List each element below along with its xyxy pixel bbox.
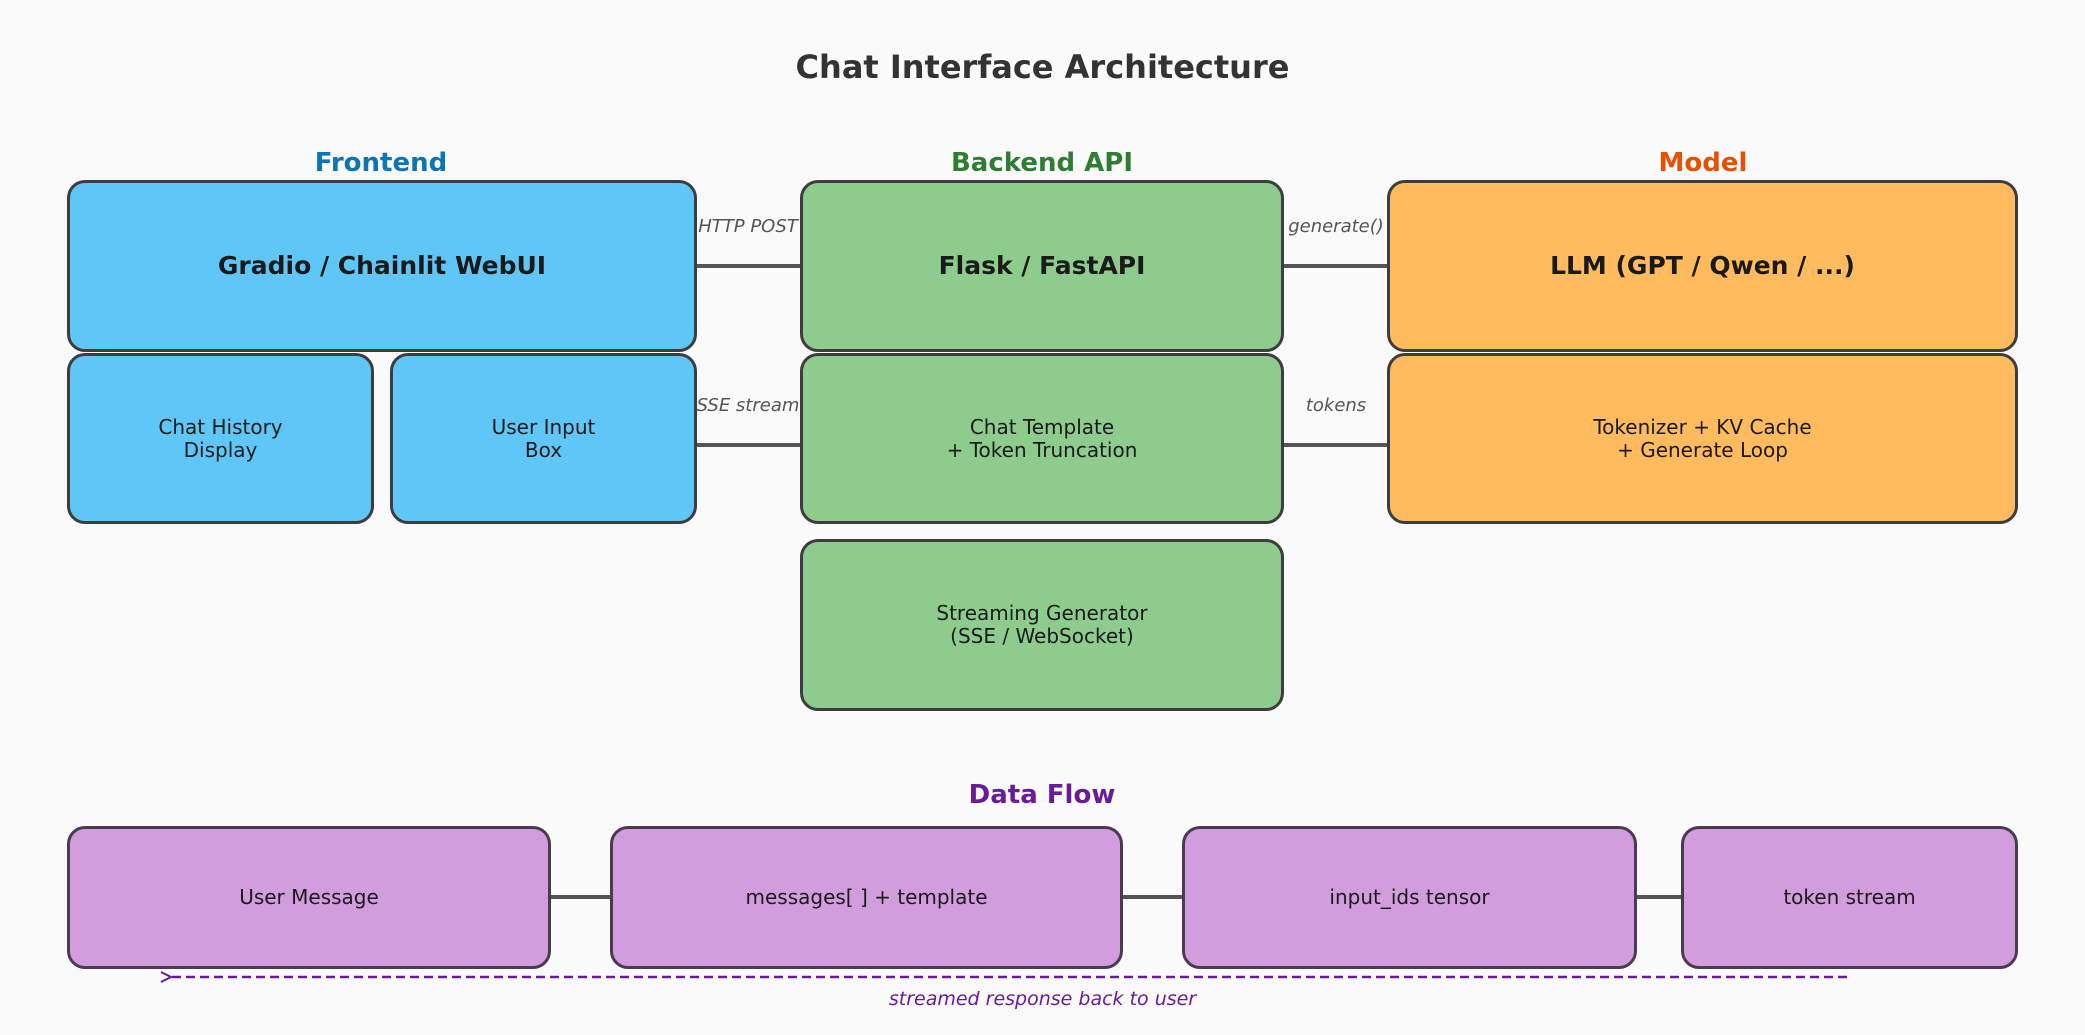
flow-step-label: token stream	[1783, 885, 1916, 909]
node-user-input-label: User Input Box	[491, 414, 596, 462]
node-chat-history: Chat History Display	[67, 353, 374, 524]
node-tokenizer-label: Tokenizer + KV Cache + Generate Loop	[1593, 414, 1812, 462]
flow-step-messages-template: messages[ ] + template	[610, 826, 1123, 969]
flow-step-input-ids: input_ids tensor	[1182, 826, 1637, 969]
edge-label-generate: generate()	[1288, 216, 1384, 237]
flow-step-label: messages[ ] + template	[745, 885, 988, 909]
node-chat-template-label: Chat Template + Token Truncation	[946, 414, 1138, 462]
section-backend-api: Backend API	[950, 148, 1134, 178]
flow-step-user-message: User Message	[67, 826, 551, 969]
node-webui-label: Gradio / Chainlit WebUI	[217, 250, 547, 280]
node-chat-template: Chat Template + Token Truncation	[800, 353, 1284, 524]
node-tokenizer: Tokenizer + KV Cache + Generate Loop	[1387, 353, 2018, 524]
node-user-input: User Input Box	[390, 353, 697, 524]
edge-label-sse-stream: SSE stream	[696, 395, 800, 416]
section-data-flow: Data Flow	[968, 780, 1116, 810]
node-llm: LLM (GPT / Qwen / ...)	[1387, 180, 2018, 352]
diagram-title: Chat Interface Architecture	[795, 48, 1290, 86]
section-model: Model	[1658, 148, 1748, 178]
edge-label-tokens: tokens	[1305, 395, 1367, 416]
node-flask: Flask / FastAPI	[800, 180, 1284, 352]
edge-label-http-post: HTTP POST	[698, 216, 798, 237]
flow-step-label: User Message	[239, 885, 379, 909]
flow-step-label: input_ids tensor	[1329, 885, 1490, 909]
node-chat-history-label: Chat History Display	[158, 414, 283, 462]
flow-step-token-stream: token stream	[1681, 826, 2018, 969]
node-streaming-generator-label: Streaming Generator (SSE / WebSocket)	[936, 601, 1148, 648]
node-llm-label: LLM (GPT / Qwen / ...)	[1550, 250, 1855, 280]
section-frontend: Frontend	[314, 148, 448, 178]
return-arrow-label: streamed response back to user	[888, 988, 1197, 1010]
node-flask-label: Flask / FastAPI	[938, 250, 1146, 280]
node-streaming-generator: Streaming Generator (SSE / WebSocket)	[800, 539, 1284, 711]
node-webui: Gradio / Chainlit WebUI	[67, 180, 697, 352]
